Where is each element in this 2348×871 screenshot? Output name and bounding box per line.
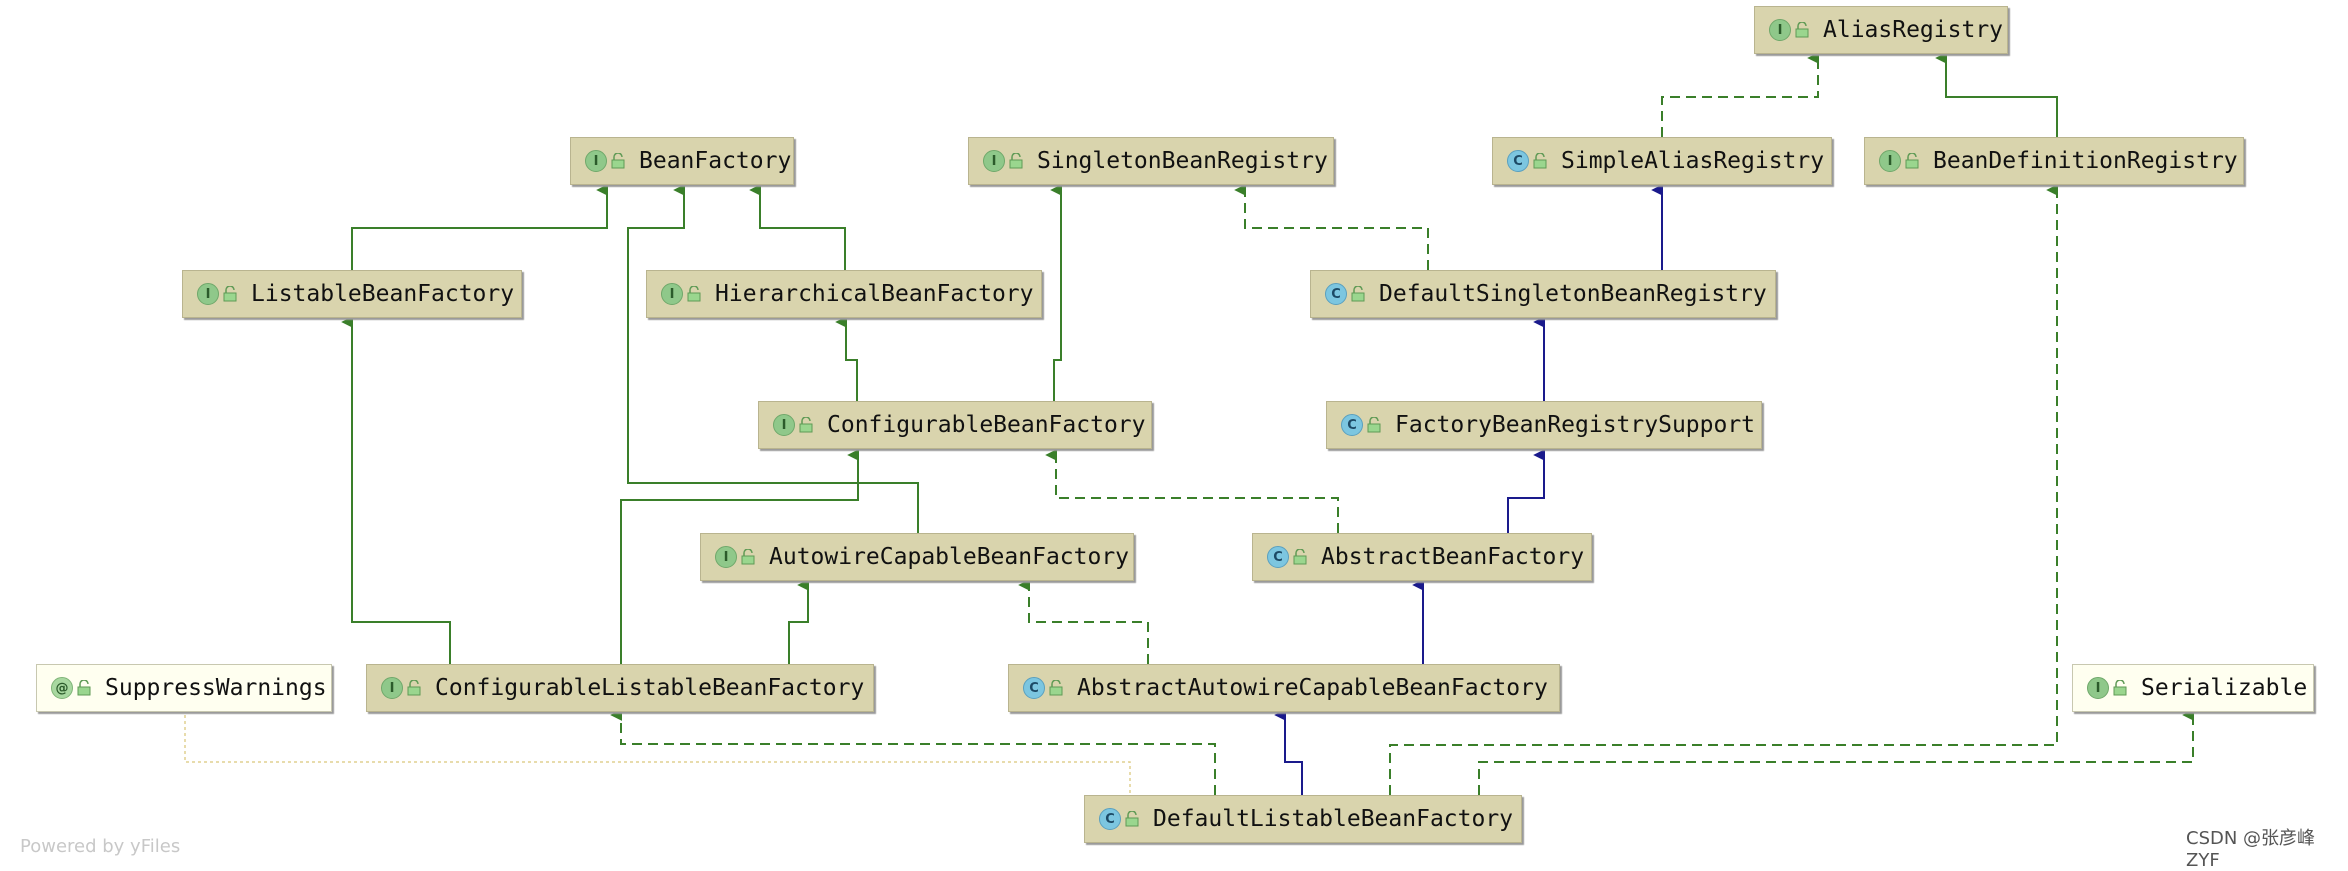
edge-abf-to-fbrs: [1507, 449, 1546, 533]
edge-aacbf-to-autowire: [1018, 579, 1149, 664]
edge-cl-to-configurable: [620, 449, 860, 664]
lock-icon: [799, 417, 813, 433]
lock-icon: [1293, 549, 1307, 565]
class-icon: C: [1325, 283, 1347, 305]
node-serializable[interactable]: I Serializable: [2072, 664, 2314, 712]
edge-autowire-to-beanfactory: [627, 184, 919, 533]
node-listable-bean-factory[interactable]: I ListableBeanFactory: [182, 270, 522, 318]
lock-icon: [611, 153, 625, 169]
node-alias-registry[interactable]: I AliasRegistry: [1754, 6, 2008, 54]
node-configurable-bean-factory[interactable]: I ConfigurableBeanFactory: [758, 401, 1152, 449]
node-configurable-listable-bean-factory[interactable]: I ConfigurableListableBeanFactory: [366, 664, 874, 712]
class-icon: C: [1099, 808, 1121, 830]
node-label: SingletonBeanRegistry: [1037, 148, 1328, 174]
class-icon: C: [1023, 677, 1045, 699]
annotation-icon: @: [51, 677, 73, 699]
lock-icon: [1009, 153, 1023, 169]
class-icon: C: [1507, 150, 1529, 172]
node-abstract-autowire-capable-bean-factory[interactable]: C AbstractAutowireCapableBeanFactory: [1008, 664, 1560, 712]
node-label: ConfigurableListableBeanFactory: [435, 675, 865, 701]
edge-dlbf-to-aacbf: [1274, 709, 1303, 795]
node-default-listable-bean-factory[interactable]: C DefaultListableBeanFactory: [1084, 795, 1522, 843]
class-diagram: I AliasRegistry I BeanFactory I Singleto…: [20, 6, 2315, 871]
lock-icon: [2113, 680, 2127, 696]
edge-abf-to-configurable: [1045, 449, 1339, 533]
lock-icon: [407, 680, 421, 696]
node-label: AbstractBeanFactory: [1321, 544, 1585, 570]
edge-dlbf-to-cl: [610, 709, 1216, 795]
node-suppress-warnings[interactable]: @ SuppressWarnings: [36, 664, 332, 712]
interface-icon: I: [2087, 677, 2109, 699]
node-label: SimpleAliasRegistry: [1561, 148, 1825, 174]
lock-icon: [77, 680, 91, 696]
edge-listable-to-beanfactory: [351, 184, 609, 270]
node-abstract-bean-factory[interactable]: C AbstractBeanFactory: [1252, 533, 1592, 581]
lock-icon: [1367, 417, 1381, 433]
node-label: BeanFactory: [639, 148, 792, 174]
interface-icon: I: [1879, 150, 1901, 172]
node-bean-factory[interactable]: I BeanFactory: [570, 137, 794, 185]
edges-layer: [184, 52, 2195, 795]
interface-icon: I: [715, 546, 737, 568]
node-label: AliasRegistry: [1823, 17, 2004, 43]
node-label: AutowireCapableBeanFactory: [769, 544, 1130, 570]
powered-by-footer: Powered by yFiles: [20, 836, 181, 857]
edge-cl-to-listable: [341, 316, 451, 664]
interface-icon: I: [585, 150, 607, 172]
node-label: DefaultSingletonBeanRegistry: [1379, 281, 1767, 307]
interface-icon: I: [381, 677, 403, 699]
node-label: BeanDefinitionRegistry: [1933, 148, 2238, 174]
interface-icon: I: [1769, 19, 1791, 41]
node-label: ConfigurableBeanFactory: [827, 412, 1146, 438]
lock-icon: [1533, 153, 1547, 169]
interface-icon: I: [661, 283, 683, 305]
node-default-singleton-bean-registry[interactable]: C DefaultSingletonBeanRegistry: [1310, 270, 1776, 318]
lock-icon: [1795, 22, 1809, 38]
node-label: ListableBeanFactory: [251, 281, 515, 307]
lock-icon: [1125, 811, 1139, 827]
watermark-credit: CSDN @张彦峰ZYF: [2186, 828, 2316, 871]
edge-dsr-to-singleton: [1234, 184, 1429, 270]
interface-icon: I: [983, 150, 1005, 172]
node-singleton-bean-registry[interactable]: I SingletonBeanRegistry: [968, 137, 1334, 185]
lock-icon: [1049, 680, 1063, 696]
interface-icon: I: [197, 283, 219, 305]
edge-bdr-to-alias: [1935, 52, 2058, 137]
node-simple-alias-registry[interactable]: C SimpleAliasRegistry: [1492, 137, 1832, 185]
edge-configurable-to-hierarchical: [835, 316, 858, 401]
node-label: Serializable: [2141, 675, 2308, 701]
lock-icon: [223, 286, 237, 302]
lock-icon: [1351, 286, 1365, 302]
node-label: DefaultListableBeanFactory: [1153, 806, 1514, 832]
interface-icon: I: [773, 414, 795, 436]
edge-cl-to-autowire: [788, 579, 810, 664]
edge-simplealias-to-alias: [1661, 52, 1820, 137]
edge-dlbf-to-bdr: [1389, 184, 2059, 795]
node-hierarchical-bean-factory[interactable]: I HierarchicalBeanFactory: [646, 270, 1042, 318]
node-label: HierarchicalBeanFactory: [715, 281, 1034, 307]
edge-configurable-to-singleton: [1050, 184, 1063, 401]
class-icon: C: [1341, 414, 1363, 436]
edge-suppresswarnings-link: [184, 715, 1131, 795]
node-label: SuppressWarnings: [105, 675, 327, 701]
lock-icon: [741, 549, 755, 565]
lock-icon: [687, 286, 701, 302]
node-factory-bean-registry-support[interactable]: C FactoryBeanRegistrySupport: [1326, 401, 1762, 449]
edge-dlbf-to-serializable: [1478, 709, 2195, 795]
node-label: AbstractAutowireCapableBeanFactory: [1077, 675, 1548, 701]
lock-icon: [1905, 153, 1919, 169]
edge-hierarchical-to-beanfactory: [749, 184, 846, 270]
node-label: FactoryBeanRegistrySupport: [1395, 412, 1756, 438]
class-icon: C: [1267, 546, 1289, 568]
node-bean-definition-registry[interactable]: I BeanDefinitionRegistry: [1864, 137, 2244, 185]
node-autowire-capable-bean-factory[interactable]: I AutowireCapableBeanFactory: [700, 533, 1134, 581]
